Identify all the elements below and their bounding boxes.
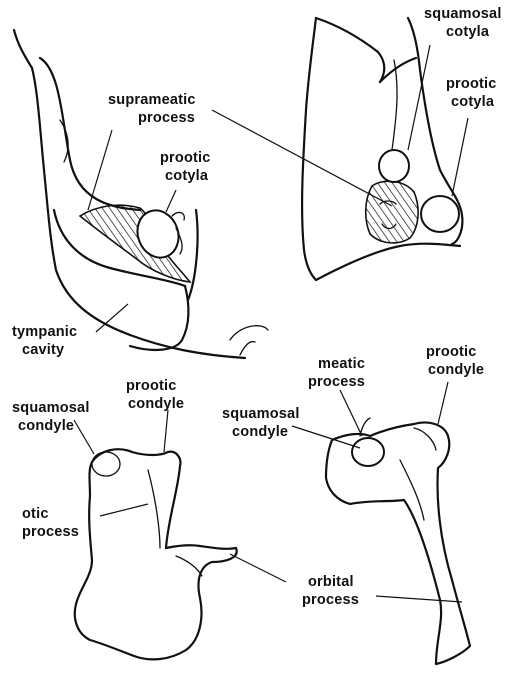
leader-lines — [74, 45, 468, 602]
label-prootic-condyle-left: prootic condyle — [126, 378, 184, 412]
panel-bottom-left-quadrate — [75, 449, 237, 659]
label-squamosal-cotyla: squamosal cotyla — [424, 6, 506, 40]
squamosal-cotyla-shape — [379, 150, 409, 182]
label-prootic-cotyla-right: prootic cotyla — [446, 76, 501, 110]
label-otic-process: otic process — [22, 506, 79, 540]
squamosal-condyle-right-shape — [352, 438, 384, 466]
label-prootic-cotyla-left: prootic cotyla — [160, 150, 215, 184]
label-squamosal-condyle-right: squamosal condyle — [222, 406, 304, 440]
squamosal-condyle-left-shape — [92, 452, 120, 476]
label-prootic-condyle-right: prootic condyle — [426, 344, 484, 378]
panel-top-left-skull — [14, 30, 268, 358]
label-squamosal-condyle-left: squamosal condyle — [12, 400, 94, 434]
label-orbital-process: orbital process — [302, 574, 359, 608]
label-meatic-process: meatic process — [308, 356, 369, 390]
label-tympanic-cavity: tympanic cavity — [12, 324, 82, 358]
labels: squamosal cotyla prootic cotyla supramea… — [12, 6, 506, 608]
panel-bottom-right-quadrate — [326, 418, 470, 664]
panel-top-right-skull — [302, 18, 462, 280]
label-suprameatic-process: suprameatic process — [108, 92, 200, 126]
prootic-cotyla-right-shape — [421, 196, 459, 232]
suprameatic-hatched-area-right — [366, 181, 418, 243]
